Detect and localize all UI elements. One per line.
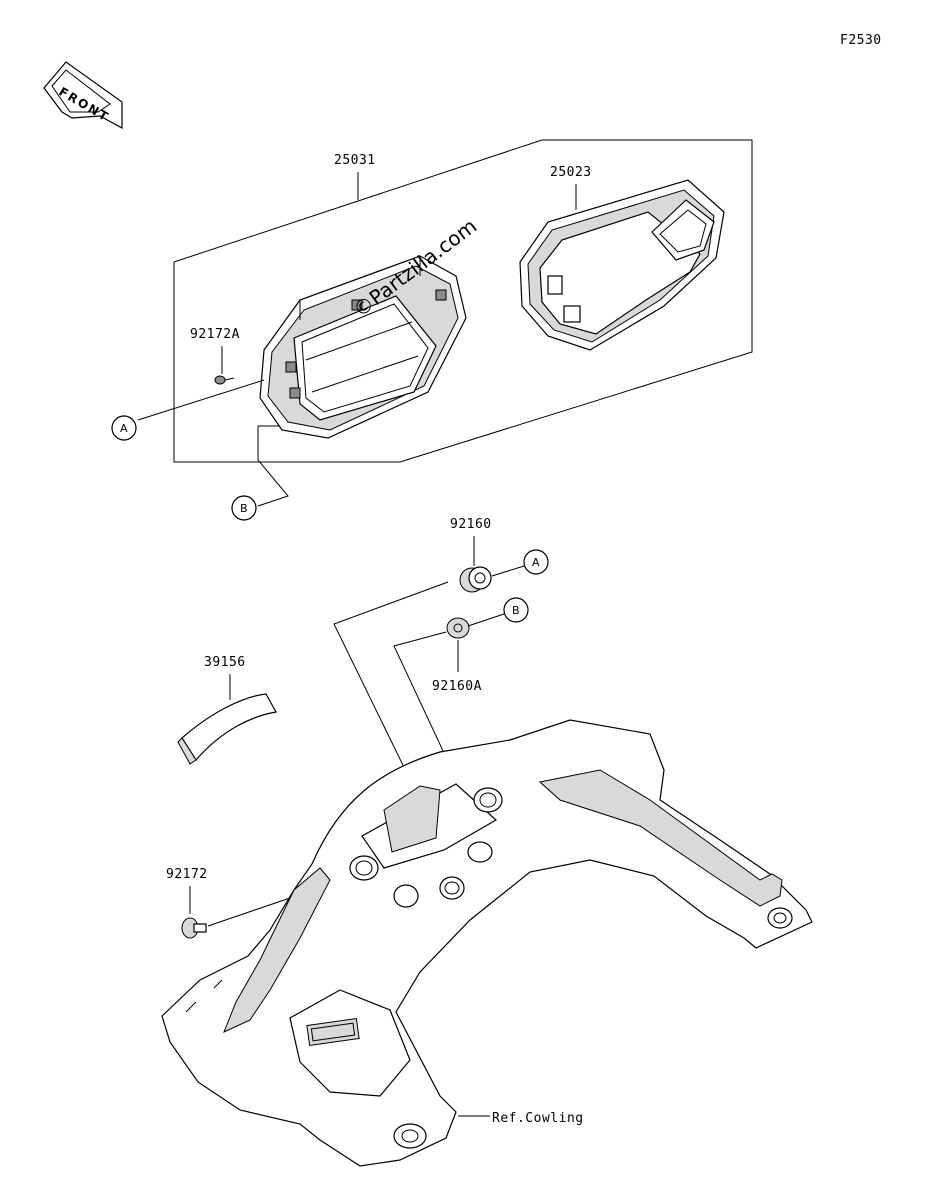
callout-b-upper [231,495,257,521]
meter-unit [259,255,467,439]
label-25031: 25031 [334,153,376,168]
callout-b-lower-label: B [512,604,520,617]
label-ref-cowling: Ref.Cowling [492,1111,584,1126]
screw-92172-icon [181,917,207,939]
label-92160a: 92160A [432,679,482,694]
callout-a-lower [523,549,549,575]
label-39156: 39156 [204,655,246,670]
screw-92172a-icon [214,375,235,385]
meter-case [519,179,725,351]
callout-a-upper [111,415,137,441]
cowling-bracket [161,719,813,1167]
damper-92160a-icon [446,617,470,639]
label-92172: 92172 [166,867,208,882]
callout-a-upper-label: A [120,422,128,435]
callout-a-lower-label: A [532,556,540,569]
damper-92160-icon [459,566,492,593]
callout-b-upper-label: B [240,502,248,515]
pad-39156 [177,693,277,765]
label-25023: 25023 [550,165,592,180]
assembly-frame [173,139,753,463]
callout-b-lower [503,597,529,623]
figure-code: F2530 [840,33,882,48]
label-92172a: 92172A [190,327,240,342]
label-92160: 92160 [450,517,492,532]
front-arrow-icon: FRONT [43,61,123,130]
